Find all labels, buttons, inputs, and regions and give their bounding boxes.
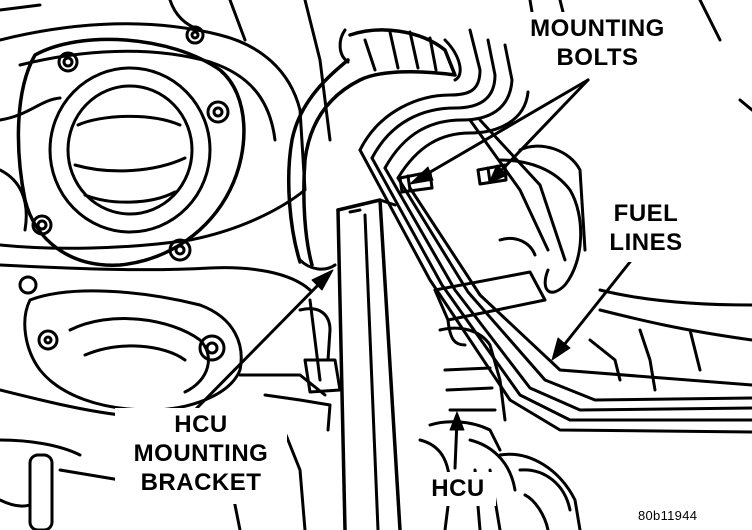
label-mounting-bolts: MOUNTING BOLTS — [520, 14, 675, 72]
leader-mounting-bolt-right — [495, 78, 590, 177]
arrow-mounting-bolt-left — [409, 166, 434, 185]
engine-block — [0, 0, 332, 250]
leader-fuel-lines — [558, 260, 632, 352]
label-hcu-mounting-bracket-line3: BRACKET — [140, 469, 262, 496]
leader-mounting-bolt-left — [418, 78, 590, 180]
hcu-mounting-bracket — [336, 198, 402, 530]
arrow-hcu-bracket — [311, 269, 334, 291]
label-hcu: HCU — [420, 474, 496, 503]
figure-id: 80b11944 — [638, 508, 698, 523]
label-fuel-lines-line2: LINES — [609, 229, 683, 256]
arrow-hcu — [449, 411, 465, 431]
coolant-hose — [286, 28, 462, 271]
arrowheads — [311, 164, 571, 431]
leader-hcu-bracket — [193, 276, 327, 412]
leader-lines — [193, 78, 632, 470]
label-fuel-lines-line1: FUEL — [613, 200, 679, 227]
fuel-lines-bundle — [358, 28, 752, 434]
label-fuel-lines: FUEL LINES — [602, 199, 690, 257]
label-hcu-line1: HCU — [431, 475, 485, 502]
throttle-body-flange — [16, 25, 246, 267]
arrow-mounting-bolt-right — [488, 164, 508, 184]
label-hcu-mounting-bracket: HCU MOUNTING BRACKET — [118, 410, 284, 497]
hcu-unit — [418, 326, 582, 530]
label-hcu-mounting-bracket-line1: HCU — [174, 411, 228, 438]
label-mounting-bolts-line1: MOUNTING — [530, 15, 665, 42]
arrow-fuel-lines — [551, 337, 571, 361]
label-mounting-bolts-line2: BOLTS — [556, 44, 639, 71]
label-hcu-mounting-bracket-line2: MOUNTING — [133, 440, 269, 467]
